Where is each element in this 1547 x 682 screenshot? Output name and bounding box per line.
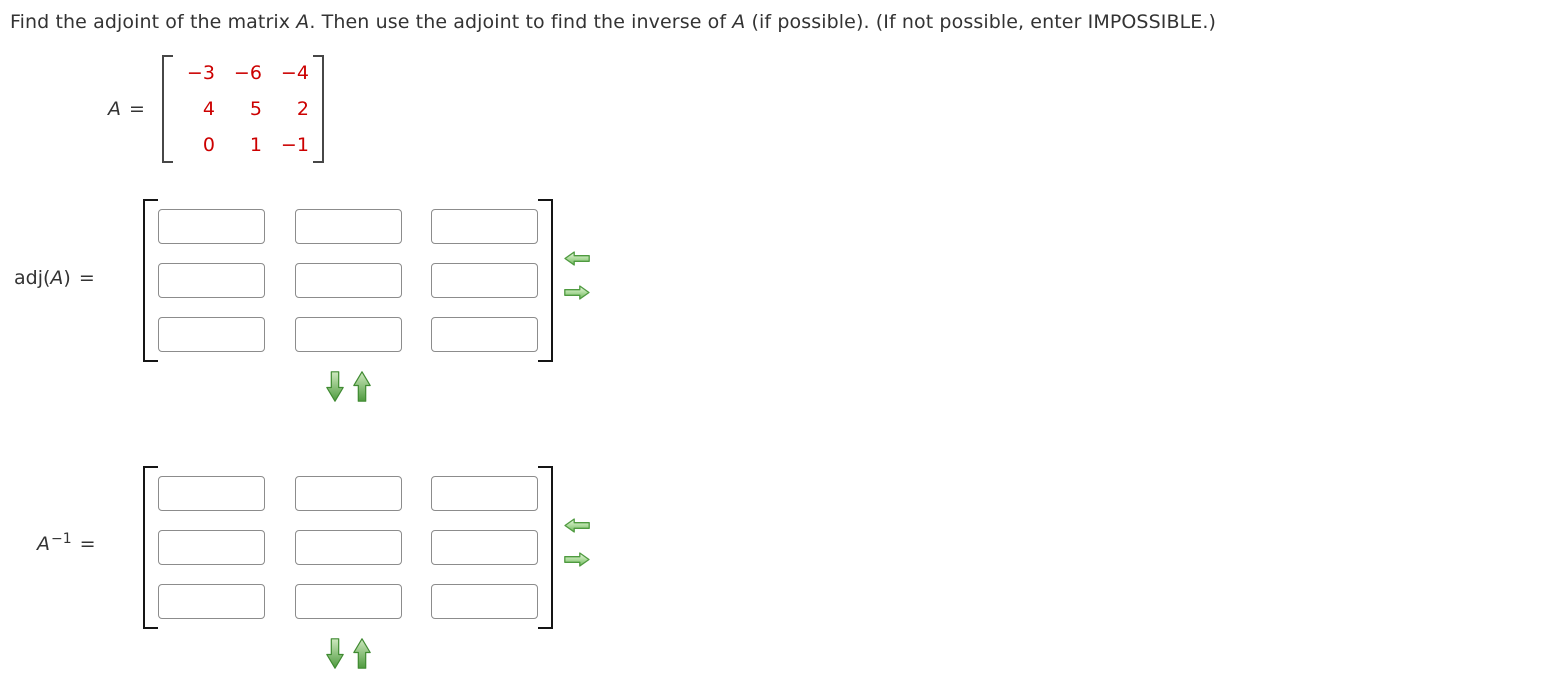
bracket-right (312, 55, 324, 163)
left-arrow-icon (564, 518, 590, 533)
inverse-input-r1c1[interactable] (158, 476, 265, 511)
variable-a: A (50, 267, 64, 289)
adjoint-input-grid (158, 199, 538, 362)
matrix-a-var: A (108, 98, 121, 120)
inverse-input-r1c2[interactable] (294, 476, 402, 511)
matrix-a-cell: −3 (186, 62, 215, 84)
matrix-a: A= −3 −6 −4 4 5 2 0 1 −1 (108, 55, 324, 163)
bracket-left (143, 199, 158, 362)
bracket-left (161, 55, 173, 163)
inverse-exponent: −1 (51, 531, 72, 547)
adjoint-label: adj(A) = (14, 267, 95, 289)
adjoint-input-r2c2[interactable] (294, 263, 402, 298)
equals-sign: = (79, 533, 96, 555)
matrix-a-cell: 1 (249, 134, 262, 156)
matrix-a-cell: 4 (202, 98, 215, 120)
variable-a: A (732, 11, 746, 33)
question-part: Find the adjoint of the matrix (10, 11, 297, 33)
inverse-input-r3c1[interactable] (158, 584, 265, 619)
matrix-a-cell: −1 (280, 134, 309, 156)
inverse-label: A−1 = (37, 531, 96, 555)
matrix-a-label: A= (108, 98, 145, 120)
adjoint-fn-close: ) (63, 267, 71, 289)
equals-sign: = (129, 98, 145, 120)
adjoint-input-r1c1[interactable] (158, 209, 265, 244)
question-text: Find the adjoint of the matrix A. Then u… (10, 11, 1216, 33)
down-arrow-icon (326, 371, 344, 402)
inverse-input-r3c3[interactable] (431, 584, 538, 619)
variable-a: A (296, 11, 310, 33)
adjoint-input-r1c2[interactable] (294, 209, 402, 244)
increase-columns-button[interactable] (564, 285, 590, 300)
inverse-input-grid (158, 466, 538, 629)
inverse-answer-matrix (143, 466, 553, 629)
adjoint-input-r3c1[interactable] (158, 317, 265, 352)
adjoint-input-r3c3[interactable] (431, 317, 538, 352)
bracket-left (143, 466, 158, 629)
inverse-input-r3c2[interactable] (294, 584, 402, 619)
down-arrow-icon (326, 638, 344, 669)
inverse-input-r2c3[interactable] (431, 530, 538, 565)
increase-columns-button[interactable] (564, 552, 590, 567)
decrease-columns-button[interactable] (564, 518, 590, 533)
question-part: . Then use the adjoint to find the inver… (309, 11, 733, 33)
matrix-a-values: −3 −6 −4 4 5 2 0 1 −1 (173, 55, 313, 163)
inverse-column-controls (564, 518, 590, 567)
adjoint-input-r3c2[interactable] (294, 317, 402, 352)
bracket-right (538, 199, 553, 362)
variable-a: A (37, 533, 50, 555)
left-arrow-icon (564, 251, 590, 266)
adjoint-input-r1c3[interactable] (431, 209, 538, 244)
inverse-input-r2c2[interactable] (294, 530, 402, 565)
adjoint-row-controls (326, 371, 371, 402)
up-arrow-icon (353, 371, 371, 402)
adjoint-fn: adj( (14, 267, 51, 289)
matrix-a-cell: 5 (249, 98, 262, 120)
adjoint-answer-matrix (143, 199, 553, 362)
matrix-a-cell: 2 (296, 98, 309, 120)
adjoint-column-controls (564, 251, 590, 300)
adjoint-input-r2c1[interactable] (158, 263, 265, 298)
increase-rows-button[interactable] (326, 638, 344, 669)
inverse-input-r2c1[interactable] (158, 530, 265, 565)
adjoint-input-r2c3[interactable] (431, 263, 538, 298)
decrease-rows-button[interactable] (353, 638, 371, 669)
inverse-input-r1c3[interactable] (431, 476, 538, 511)
increase-rows-button[interactable] (326, 371, 344, 402)
inverse-row-controls (326, 638, 371, 669)
right-arrow-icon (564, 285, 590, 300)
decrease-columns-button[interactable] (564, 251, 590, 266)
matrix-a-cell: −4 (280, 62, 309, 84)
equals-sign: = (78, 267, 95, 289)
right-arrow-icon (564, 552, 590, 567)
matrix-a-cell: 0 (202, 134, 215, 156)
question-part: (if possible). (If not possible, enter I… (745, 11, 1217, 33)
matrix-a-cell: −6 (233, 62, 262, 84)
bracket-right (538, 466, 553, 629)
decrease-rows-button[interactable] (353, 371, 371, 402)
up-arrow-icon (353, 638, 371, 669)
